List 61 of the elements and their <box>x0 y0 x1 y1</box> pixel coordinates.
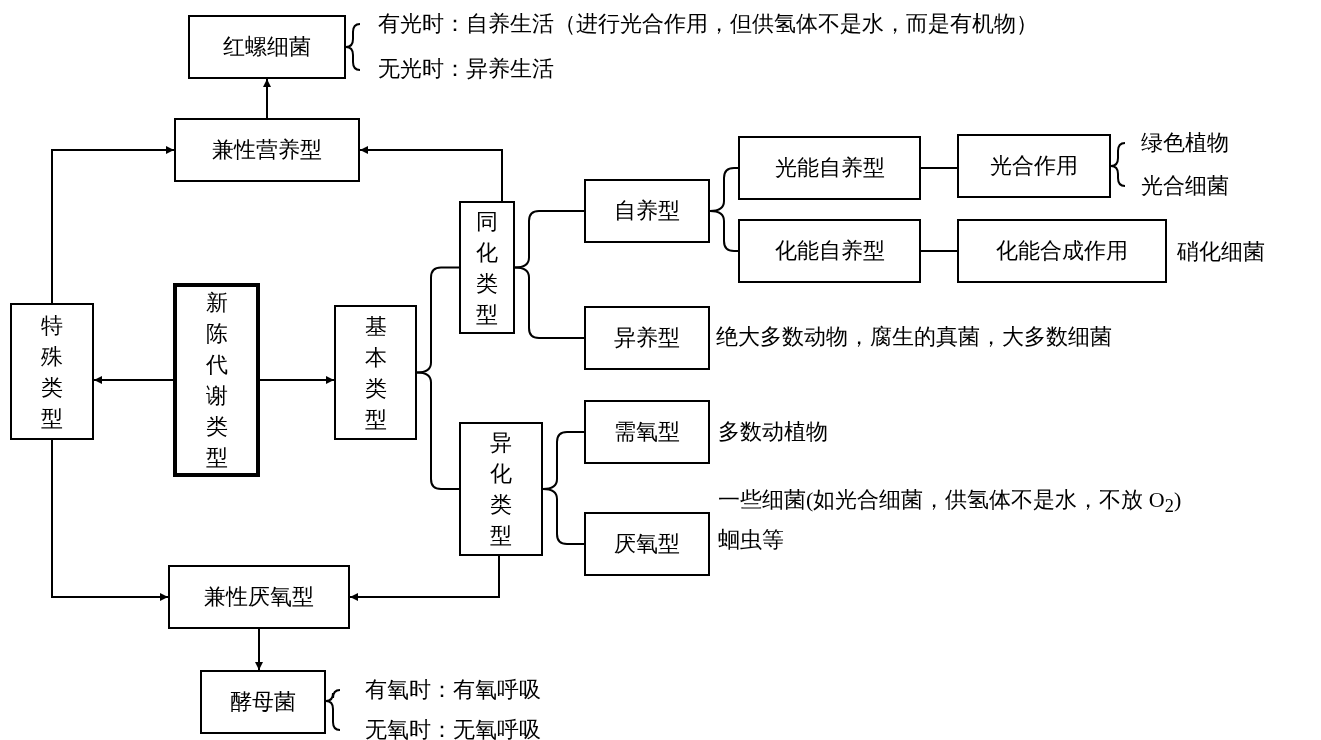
category-box <box>738 136 921 200</box>
category-box <box>188 15 346 79</box>
box-label: 光能自养型 <box>774 154 885 182</box>
box-label: 同化类型 <box>475 207 499 329</box>
connector-line <box>920 250 958 252</box>
note-text: 一些细菌(如光合细菌，供氢体不是水，不放 O$_{2}$) <box>718 487 1182 519</box>
arrow <box>263 78 271 119</box>
brace-connector <box>514 266 585 339</box>
box-label: 厌氧型 <box>614 530 680 558</box>
note-text: 无氧时：无氧呼吸 <box>365 717 541 740</box>
note-text: 多数动植物 <box>718 419 828 445</box>
category-box <box>584 306 710 370</box>
category-box <box>174 118 360 182</box>
category-box <box>168 565 350 629</box>
box-label: 自养型 <box>614 197 680 225</box>
category-box <box>459 422 543 556</box>
category-box <box>738 219 921 283</box>
note-text: 有氧时：有氧呼吸 <box>365 677 541 703</box>
arrow <box>255 628 263 671</box>
brace-connector <box>514 210 585 269</box>
category-box <box>584 179 710 243</box>
arrow <box>51 439 169 601</box>
arrow <box>93 376 174 384</box>
box-label: 需氧型 <box>614 418 680 446</box>
brace-connector <box>709 210 739 252</box>
box-label: 酵母菌 <box>230 688 296 716</box>
arrow <box>51 146 175 304</box>
category-box <box>334 305 417 440</box>
note-text: 光合细菌 <box>1141 173 1229 199</box>
category-box <box>957 219 1167 283</box>
category-box <box>957 134 1111 198</box>
box-label: 兼性厌氧型 <box>204 583 314 611</box>
note-text: 有光时：自养生活（进行光合作用，但供氢体不是水，而是有机物） <box>378 11 1038 37</box>
category-box <box>584 400 710 464</box>
note-text: 绿色植物 <box>1141 130 1229 156</box>
note-text: 无光时：异养生活 <box>378 56 554 82</box>
box-label: 红螺细菌 <box>223 33 311 61</box>
note-text: 蛔虫等 <box>718 527 784 553</box>
box-label: 异化类型 <box>489 429 513 550</box>
box-label: 光合作用 <box>990 152 1078 180</box>
category-box <box>10 303 94 440</box>
brace-connector <box>416 371 460 490</box>
note-text: 硝化细菌 <box>1177 239 1265 265</box>
box-label: 新陈代谢类型 <box>204 289 229 472</box>
box-label: 异养型 <box>614 324 680 352</box>
category-box <box>459 201 515 334</box>
box-label: 化能合成作用 <box>996 237 1128 265</box>
arrow <box>259 376 335 384</box>
arrow <box>359 146 503 202</box>
box-label: 兼性营养型 <box>212 136 322 164</box>
note-text: 绝大多数动物，腐生的真菌，大多数细菌 <box>716 324 1112 350</box>
box-label: 基本类型 <box>363 312 388 434</box>
box-label: 化能自养型 <box>774 237 885 265</box>
category-box <box>200 670 326 734</box>
category-box <box>173 283 260 477</box>
brace-connector <box>416 266 460 374</box>
connector-line <box>920 167 958 169</box>
category-box <box>584 512 710 576</box>
arrow <box>349 555 500 601</box>
brace-connector <box>542 488 585 545</box>
box-label: 特殊类型 <box>40 311 64 433</box>
